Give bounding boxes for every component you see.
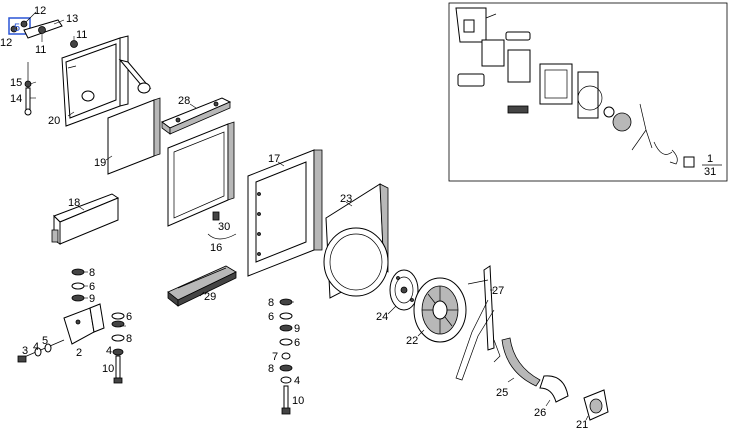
inset-strip <box>505 31 531 41</box>
callout-24: 24 <box>376 311 388 323</box>
inset-hose <box>653 141 673 155</box>
bracket-27 <box>455 265 501 381</box>
callout-5: 5 <box>42 335 48 347</box>
leader-lines <box>25 11 589 421</box>
duct-18 <box>51 193 120 245</box>
mount-stack-middle <box>111 312 125 384</box>
filter-panel-16 <box>167 121 237 240</box>
page-current: 1 <box>707 153 713 165</box>
callout-25: 25 <box>496 387 508 399</box>
callout-8-right-top: 8 <box>268 297 274 309</box>
callout-labels: 12 13 5 12 11 11 15 14 20 28 19 17 23 18… <box>0 5 588 431</box>
inset-plate <box>481 39 505 67</box>
callout-14: 14 <box>10 93 22 105</box>
inset-mat <box>507 105 529 114</box>
mount-stack-left <box>71 268 85 302</box>
callout-21: 21 <box>576 419 588 431</box>
pump-21 <box>583 389 609 421</box>
callout-4-right: 4 <box>294 375 300 387</box>
fan-22 <box>413 277 467 343</box>
inset-pump <box>683 156 695 168</box>
callout-4-middle: 4 <box>106 345 112 357</box>
page-total: 31 <box>704 166 716 178</box>
inset-cover <box>669 149 678 165</box>
callout-3: 3 <box>22 345 28 357</box>
callout-16: 16 <box>210 242 222 254</box>
callout-5-highlighted[interactable]: 5 <box>14 22 20 34</box>
inset-fan <box>612 112 632 132</box>
callout-12-left: 12 <box>0 37 12 49</box>
callout-10-right: 10 <box>292 395 304 407</box>
callout-7: 7 <box>272 351 278 363</box>
callout-6-middle: 6 <box>126 311 132 323</box>
callout-8-right-bottom: 8 <box>268 363 274 375</box>
panel-19 <box>107 97 161 175</box>
callout-12-top: 12 <box>34 5 46 17</box>
callout-23: 23 <box>340 193 352 205</box>
callout-17: 17 <box>268 153 280 165</box>
callout-6-left: 6 <box>89 281 95 293</box>
callout-2: 2 <box>76 347 82 359</box>
mat-29 <box>167 265 237 307</box>
inset-hub <box>603 106 615 118</box>
housing-20 <box>61 35 152 127</box>
hub-24 <box>389 269 419 311</box>
callout-8-left: 8 <box>89 267 95 279</box>
callout-8-middle: 8 <box>126 333 132 345</box>
inset-bracket-arm <box>631 103 653 151</box>
inset-shroud <box>577 71 599 119</box>
callout-28: 28 <box>178 95 190 107</box>
strip-28 <box>160 97 232 135</box>
callout-30: 30 <box>218 221 230 233</box>
inset-panel <box>507 49 531 83</box>
cover-26 <box>539 375 569 403</box>
callout-18: 18 <box>68 197 80 209</box>
callout-20: 20 <box>48 115 60 127</box>
callout-10-middle: 10 <box>102 363 114 375</box>
callout-15: 15 <box>10 77 22 89</box>
shroud-23 <box>323 183 389 299</box>
selected-part-highlight[interactable] <box>8 17 31 35</box>
callout-6-right-a: 6 <box>268 311 274 323</box>
callout-26: 26 <box>534 407 546 419</box>
callout-27: 27 <box>492 285 504 297</box>
callout-9-left: 9 <box>89 293 95 305</box>
callout-9-right: 9 <box>294 323 300 335</box>
callout-4-left: 4 <box>33 341 39 353</box>
callout-13: 13 <box>66 13 78 25</box>
callout-29: 29 <box>204 291 216 303</box>
callout-11-left: 11 <box>35 44 46 56</box>
hardware-top-left <box>8 17 78 116</box>
callout-22: 22 <box>406 335 418 347</box>
frame-17 <box>247 149 323 277</box>
hose-25 <box>501 337 541 387</box>
callout-19: 19 <box>94 157 106 169</box>
inset-pad <box>457 73 485 87</box>
mount-stack-right <box>279 298 293 415</box>
overview-inset: 1 31 <box>448 2 728 182</box>
callout-11-right: 11 <box>76 29 87 41</box>
callout-6-right-b: 6 <box>294 337 300 349</box>
bracket-2 <box>17 303 105 363</box>
